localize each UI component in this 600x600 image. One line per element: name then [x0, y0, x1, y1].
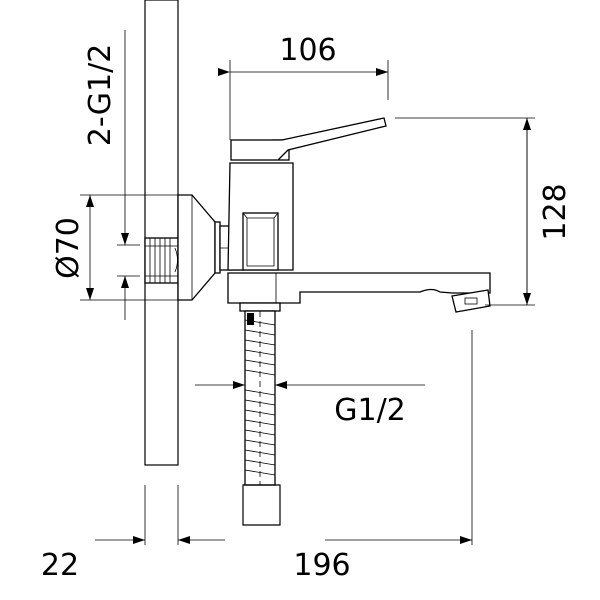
dim-hose-thread: G1/2 [334, 393, 406, 428]
dim-lever-reach: 106 [279, 33, 336, 68]
hose-nut [242, 484, 281, 526]
dim-spout-projection: 196 [293, 548, 350, 583]
spout [227, 272, 491, 304]
nut [242, 212, 279, 271]
dim-escutcheon-diameter: Ø70 [51, 217, 86, 279]
lever [272, 117, 387, 161]
hose [244, 310, 276, 486]
dim-height: 128 [538, 183, 573, 240]
dim-connections: 2-G1/2 [83, 44, 118, 147]
aerator [451, 289, 491, 313]
dim-wall-offset: 22 [41, 548, 79, 583]
escutcheon [177, 194, 216, 301]
faucet [177, 117, 491, 526]
wall-section [144, 0, 179, 545]
